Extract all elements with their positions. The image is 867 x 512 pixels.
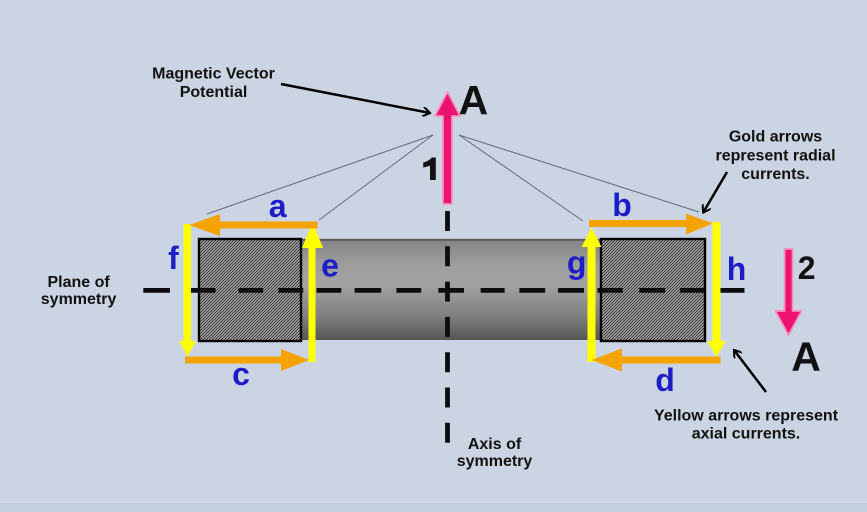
- svg-text:b: b: [612, 187, 632, 223]
- svg-text:2: 2: [798, 250, 816, 286]
- svg-text:d: d: [655, 362, 675, 398]
- svg-text:Plane of: Plane of: [47, 274, 110, 291]
- svg-text:g: g: [567, 245, 587, 281]
- svg-text:h: h: [727, 251, 747, 287]
- svg-text:symmetry: symmetry: [457, 453, 533, 470]
- svg-text:Magnetic Vector: Magnetic Vector: [152, 66, 275, 83]
- svg-text:A: A: [791, 334, 821, 380]
- svg-text:Gold arrows: Gold arrows: [729, 129, 822, 146]
- svg-text:currents.: currents.: [741, 166, 809, 183]
- svg-text:a: a: [269, 188, 287, 224]
- svg-text:e: e: [321, 248, 339, 284]
- svg-text:symmetry: symmetry: [41, 291, 117, 308]
- svg-text:f: f: [168, 240, 179, 276]
- svg-text:Yellow arrows represent: Yellow arrows represent: [654, 408, 839, 425]
- svg-text:Axis of: Axis of: [468, 436, 522, 453]
- svg-text:c: c: [232, 356, 250, 392]
- svg-text:axial currents.: axial currents.: [692, 426, 801, 443]
- svg-text:Potential: Potential: [180, 84, 248, 101]
- svg-text:represent radial: represent radial: [715, 148, 835, 165]
- svg-text:A: A: [459, 77, 489, 123]
